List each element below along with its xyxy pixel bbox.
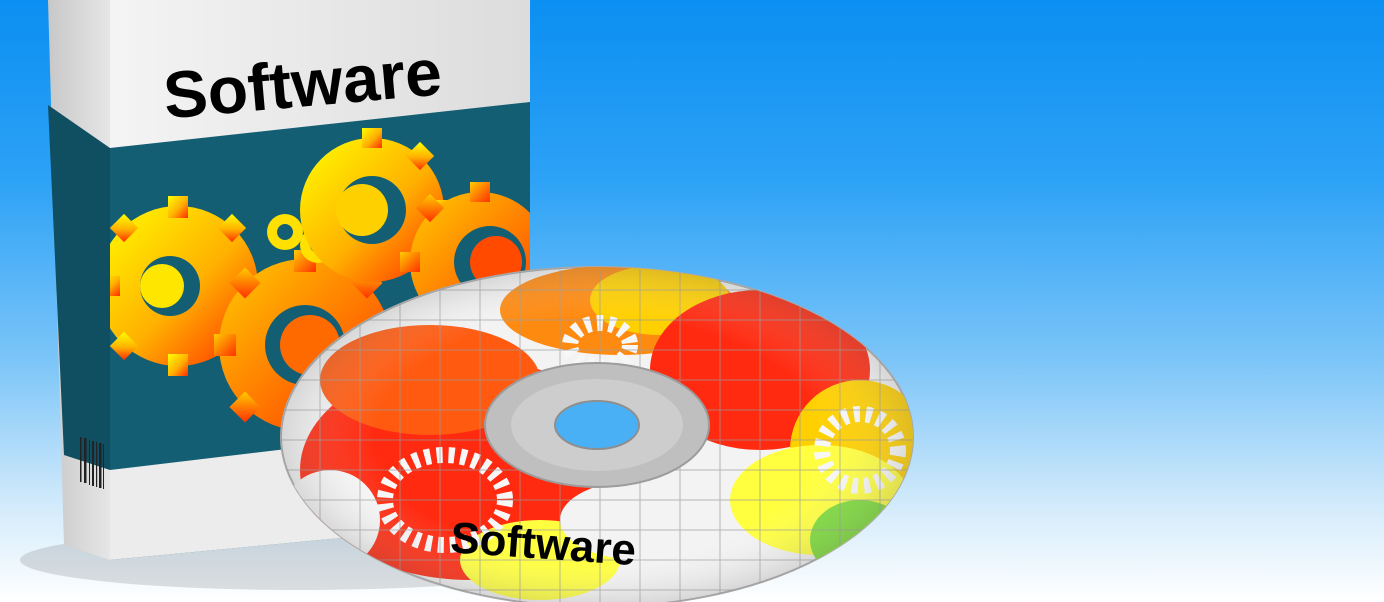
- barcode-icon: [80, 437, 104, 489]
- software-disc: Software: [280, 266, 914, 602]
- gear-icon: [300, 128, 448, 282]
- box-label-band: [110, 0, 530, 148]
- disc-center-hole: [554, 400, 640, 450]
